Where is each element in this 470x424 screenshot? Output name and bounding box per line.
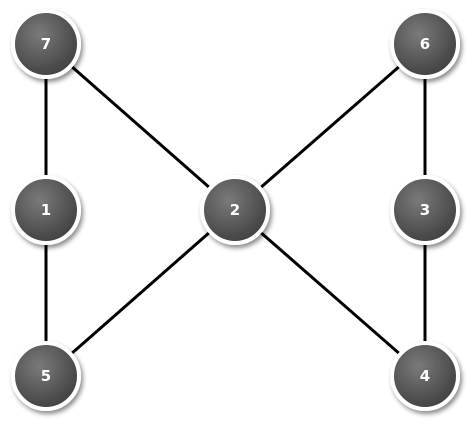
node-2: 2: [200, 175, 270, 245]
node-circle-2: [200, 175, 270, 245]
node-7: 7: [11, 9, 81, 79]
node-circle-7: [11, 9, 81, 79]
node-label-1: 1: [41, 201, 51, 219]
node-4: 4: [390, 341, 460, 411]
node-circle-1: [11, 175, 81, 245]
node-5: 5: [11, 341, 81, 411]
edge-2-6: [234, 42, 426, 212]
node-label-7: 7: [41, 35, 51, 53]
node-6: 6: [390, 9, 460, 79]
edge-2-4: [234, 208, 426, 378]
node-circle-4: [390, 341, 460, 411]
node-label-2: 2: [230, 201, 240, 219]
edge-7-2: [45, 42, 236, 212]
node-label-5: 5: [41, 367, 51, 385]
edge-5-2: [45, 208, 236, 378]
node-3: 3: [390, 175, 460, 245]
node-label-6: 6: [420, 35, 430, 53]
node-label-4: 4: [420, 367, 430, 385]
node-circle-6: [390, 9, 460, 79]
node-label-3: 3: [420, 201, 430, 219]
node-circle-3: [390, 175, 460, 245]
node-1: 1: [11, 175, 81, 245]
nodes-layer: 7 6 1 2 3 5 4: [11, 9, 460, 411]
node-circle-5: [11, 341, 81, 411]
